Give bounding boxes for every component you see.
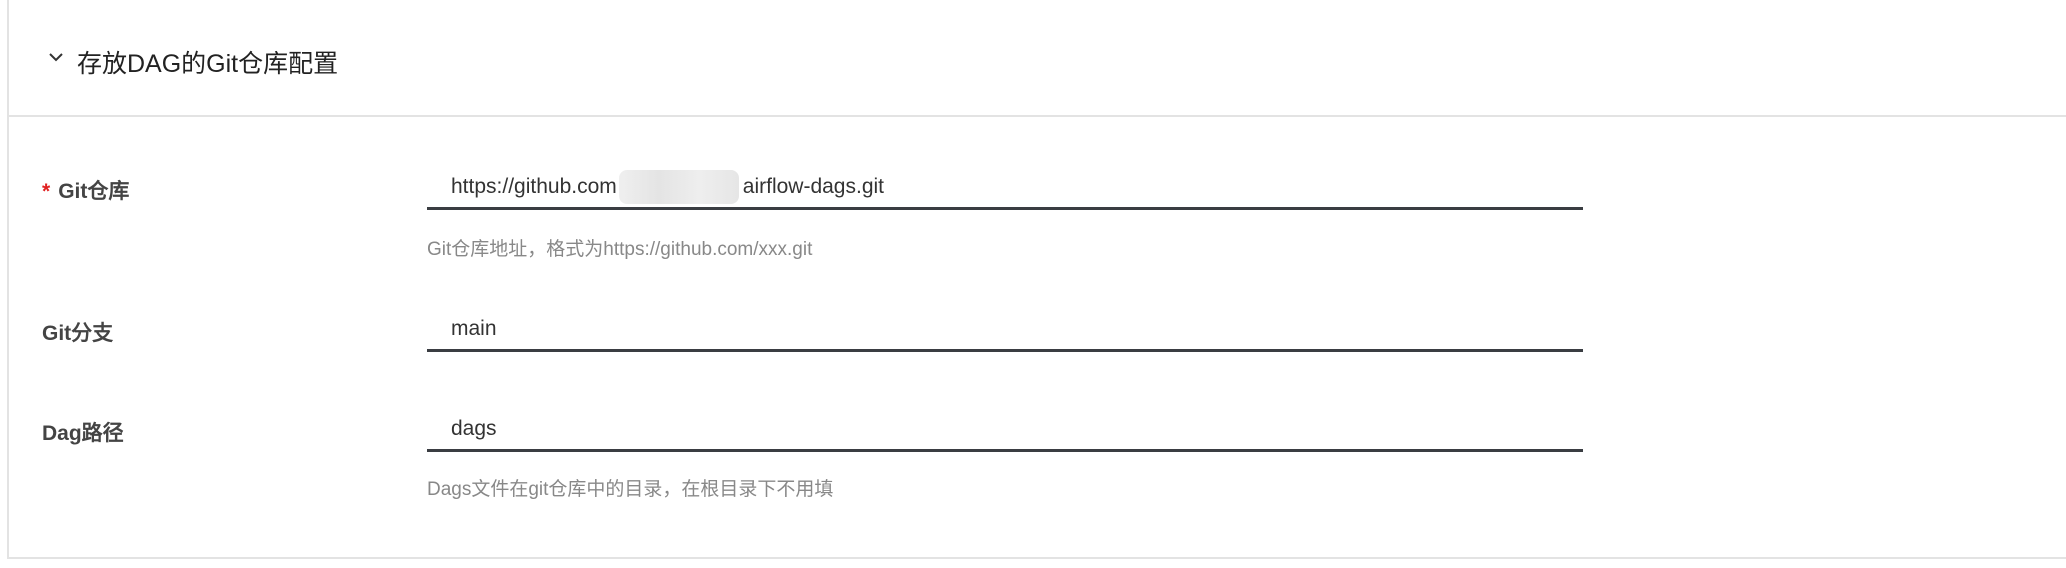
field-label-dag-path: Dag路径 [42, 422, 124, 445]
field-label-git-repo: * Git仓库 [42, 175, 129, 205]
chevron-down-icon[interactable] [47, 48, 65, 66]
field-label-git-repo-text: Git仓库 [58, 180, 130, 203]
redaction-blur [618, 169, 739, 204]
dag-path-input[interactable]: dags [427, 408, 1583, 452]
required-mark: * [42, 180, 51, 203]
section-header[interactable]: 存放DAG的Git仓库配置 [9, 0, 2066, 117]
git-repo-value-prefix: https://github.com [451, 174, 617, 198]
git-repo-value-suffix: airflow-dags.git [742, 174, 884, 198]
git-branch-value: main [451, 316, 497, 340]
git-config-panel: 存放DAG的Git仓库配置 * Git仓库 https://github.com a… [7, 0, 2066, 559]
field-label-git-branch: Git分支 [42, 322, 114, 345]
section-title: 存放DAG的Git仓库配置 [77, 50, 339, 78]
git-repo-input[interactable]: https://github.com airflow-dags.git [427, 166, 1583, 210]
dag-path-value: dags [451, 416, 497, 440]
git-branch-input[interactable]: main [427, 308, 1583, 352]
git-repo-help: Git仓库地址，格式为https://github.com/xxx.git [427, 239, 813, 260]
dag-path-help: Dags文件在git仓库中的目录，在根目录下不用填 [427, 479, 834, 500]
